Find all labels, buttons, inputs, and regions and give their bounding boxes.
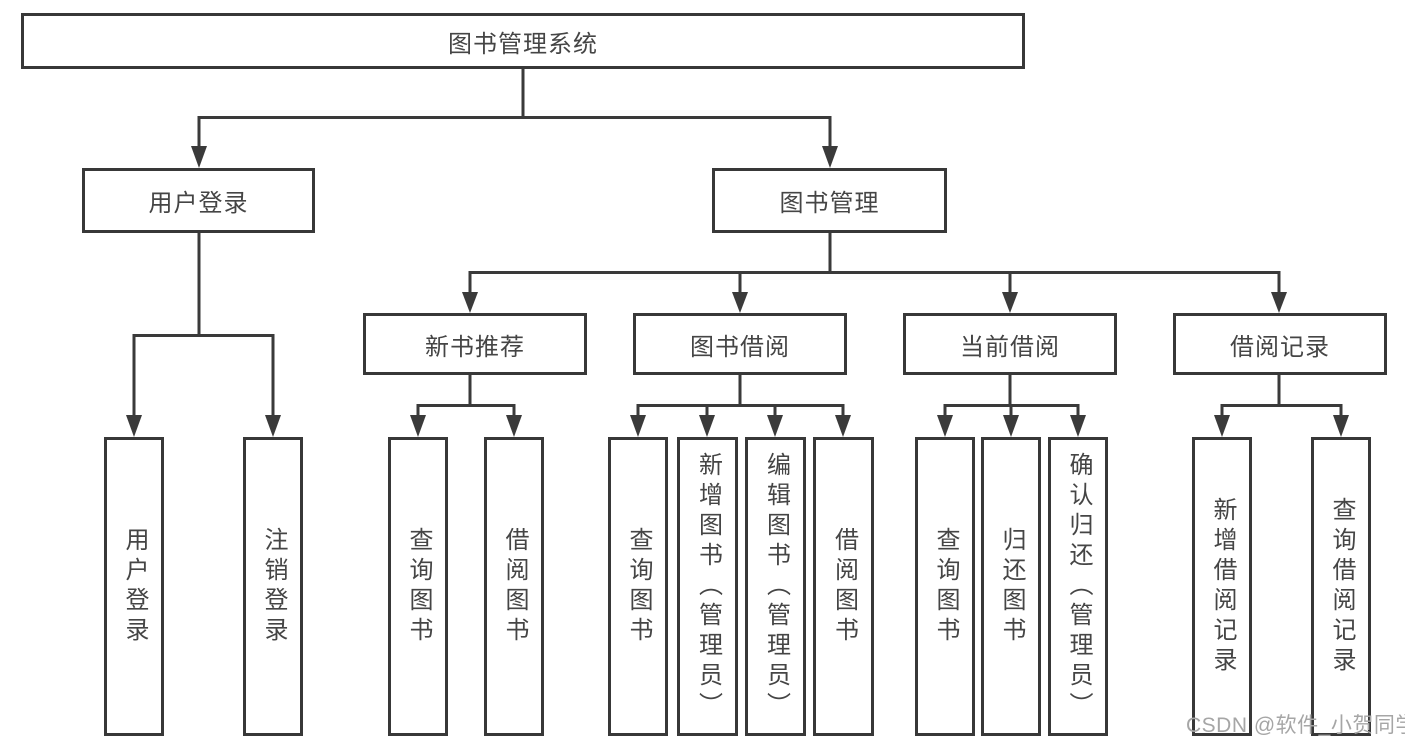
leaf-query-borrow-record-label: 查询借阅记录 (1328, 496, 1355, 677)
node-new-book-recommend: 新书推荐 (363, 313, 587, 375)
leaf-query-books-2-label: 查询图书 (625, 526, 652, 647)
leaf-add-books-admin: 新增图书（管理员） (677, 437, 738, 736)
leaf-return-books: 归还图书 (981, 437, 1041, 736)
leaf-borrow-books-2: 借阅图书 (813, 437, 874, 736)
leaf-borrow-books-1-label: 借阅图书 (501, 526, 528, 647)
node-book-management-label: 图书管理 (779, 190, 880, 217)
leaf-user-login-label: 用户登录 (121, 526, 148, 647)
csdn-watermark: CSDN @软件_小贺同学 (1186, 714, 1405, 737)
node-user-login-label: 用户登录 (148, 190, 249, 217)
node-borrow-records-label: 借阅记录 (1230, 333, 1330, 361)
node-book-borrow: 图书借阅 (633, 313, 847, 375)
node-book-management: 图书管理 (712, 168, 947, 233)
node-root: 图书管理系统 (21, 13, 1025, 69)
leaf-add-books-admin-label: 新增图书（管理员） (694, 451, 722, 722)
leaf-query-books-3-label: 查询图书 (932, 526, 959, 647)
node-new-book-recommend-label: 新书推荐 (425, 333, 525, 361)
leaf-borrow-books-2-label: 借阅图书 (830, 526, 858, 647)
leaf-confirm-return-admin: 确认归还（管理员） (1048, 437, 1108, 736)
leaf-query-borrow-record: 查询借阅记录 (1311, 437, 1371, 736)
leaf-query-books-1-label: 查询图书 (405, 526, 432, 647)
leaf-logout: 注销登录 (243, 437, 303, 736)
node-book-borrow-label: 图书借阅 (690, 333, 790, 361)
leaf-user-login: 用户登录 (104, 437, 164, 736)
leaf-query-books-3: 查询图书 (915, 437, 975, 736)
leaf-add-borrow-record: 新增借阅记录 (1192, 437, 1252, 736)
leaf-confirm-return-admin-label: 确认归还（管理员） (1065, 451, 1092, 722)
node-user-login: 用户登录 (82, 168, 315, 233)
node-borrow-records: 借阅记录 (1173, 313, 1387, 375)
leaf-edit-books-admin: 编辑图书（管理员） (745, 437, 806, 736)
node-current-borrow: 当前借阅 (903, 313, 1117, 375)
node-current-borrow-label: 当前借阅 (960, 333, 1060, 361)
node-root-label: 图书管理系统 (448, 30, 598, 58)
leaf-return-books-label: 归还图书 (998, 526, 1025, 647)
leaf-query-books-1: 查询图书 (388, 437, 448, 736)
leaf-logout-label: 注销登录 (260, 526, 287, 647)
leaf-borrow-books-1: 借阅图书 (484, 437, 544, 736)
leaf-edit-books-admin-label: 编辑图书（管理员） (762, 451, 790, 722)
leaf-query-books-2: 查询图书 (608, 437, 668, 736)
leaf-add-borrow-record-label: 新增借阅记录 (1209, 496, 1236, 677)
